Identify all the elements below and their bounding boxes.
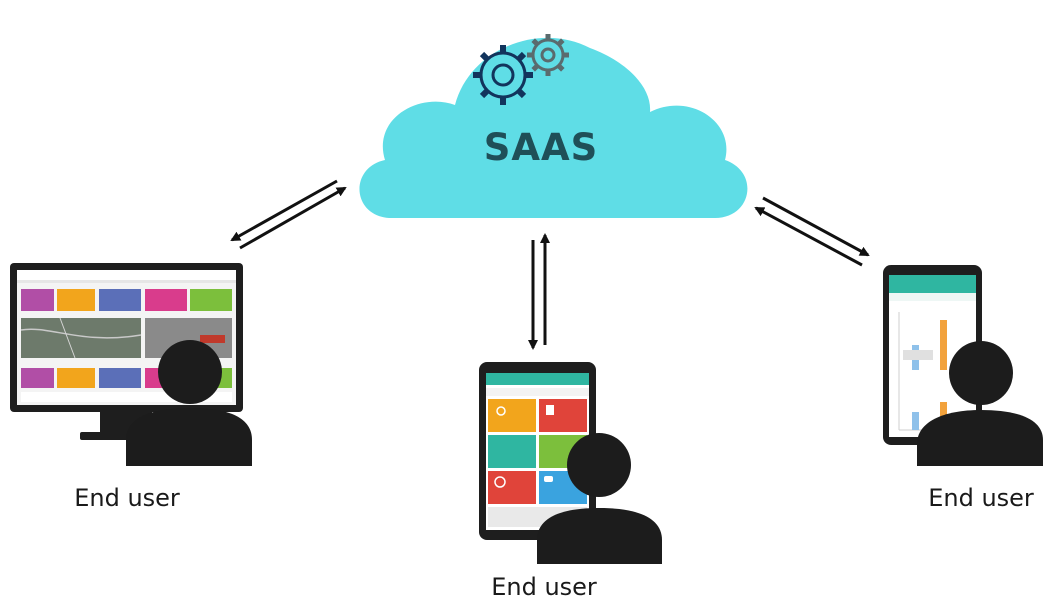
saas-cloud: SAAS (359, 34, 748, 218)
cloud-title: SAAS (484, 126, 599, 169)
desktop-monitor-icon (10, 263, 243, 440)
person-icon-tablet (537, 433, 662, 564)
connection-arrows (230, 179, 870, 350)
gears-icon (473, 34, 569, 105)
end-user-label-phone: End user (928, 484, 1034, 512)
person-icon-desktop (126, 340, 252, 466)
arrow-phone-to-cloud (754, 206, 863, 267)
cloud-shape (359, 37, 748, 218)
person-icon-phone (917, 341, 1043, 466)
arrow-cloud-to-phone (762, 196, 870, 257)
arrow-desktop-to-cloud (239, 186, 347, 250)
end-user-label-tablet: End user (491, 573, 597, 601)
end-user-label-desktop: End user (74, 484, 180, 512)
arrow-cloud-to-desktop (230, 179, 338, 242)
